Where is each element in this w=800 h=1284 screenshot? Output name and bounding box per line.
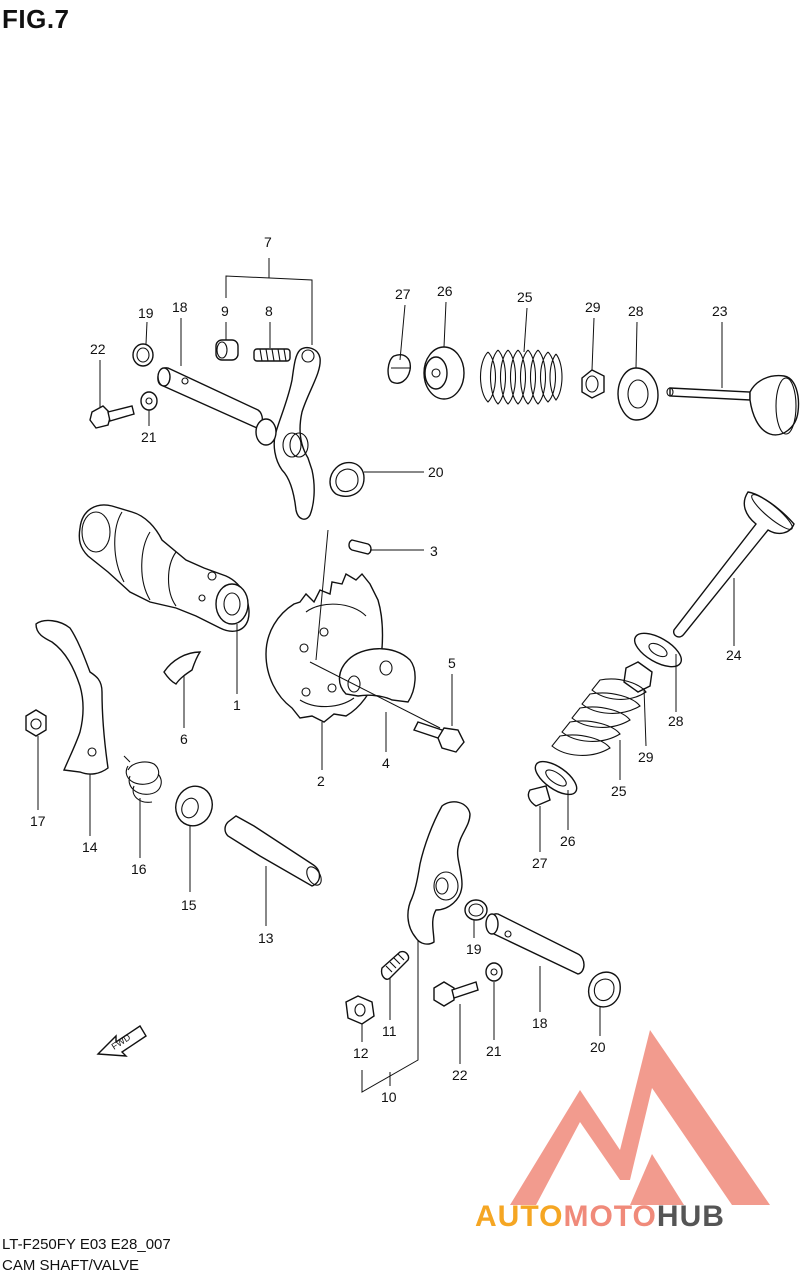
forward-direction-arrow: FWD (96, 1025, 147, 1057)
callout-6: 6 (180, 731, 188, 747)
valve-spring-retainer-lower (534, 760, 578, 796)
callout-9: 9 (221, 303, 229, 319)
callout-24: 24 (726, 647, 742, 663)
callout-23: 23 (712, 303, 728, 319)
callout-10: 10 (381, 1089, 397, 1105)
callout-14: 14 (82, 839, 98, 855)
figure-footer: LT-F250FY E03 E28_007 CAM SHAFT/VALVE (2, 1234, 171, 1276)
rocker-arm-upper (273, 346, 321, 520)
callout-13: 13 (258, 930, 274, 946)
decompression-lever (35, 619, 109, 775)
valve-cotter-upper (387, 354, 411, 384)
callout-28-upper: 28 (628, 303, 644, 319)
model-code: LT-F250FY E03 E28_007 (2, 1236, 171, 1253)
callout-labels: 7 9 8 19 18 22 21 27 26 25 29 28 23 20 3… (30, 234, 742, 1105)
callout-25-lower: 25 (611, 783, 627, 799)
callout-22-upper: 22 (90, 341, 106, 357)
gasket-upper (329, 461, 365, 497)
callout-17: 17 (30, 813, 46, 829)
callout-18-lower: 18 (532, 1015, 548, 1031)
valve-spring-lower (551, 678, 647, 756)
callout-19-upper: 19 (138, 305, 154, 321)
key (163, 651, 202, 685)
figure-title: FIG.7 (2, 4, 70, 34)
rocker-shaft-lower (485, 913, 585, 975)
valve-spring-seat-upper (617, 367, 659, 421)
watermark-word-hub: HUB (656, 1200, 725, 1233)
callout-26-lower: 26 (560, 833, 576, 849)
callout-21-lower: 21 (486, 1043, 502, 1059)
rocker-shaft-upper (157, 367, 277, 446)
valve-stem-oil-seal-lower (623, 661, 653, 693)
o-ring-upper (132, 343, 154, 367)
exhaust-valve (672, 491, 795, 638)
automotohub-logo (510, 1030, 770, 1205)
callout-19-lower: 19 (466, 941, 482, 957)
callout-16: 16 (131, 861, 147, 877)
o-ring-lower (464, 899, 488, 921)
leader-lines (37, 258, 735, 1093)
callout-27-upper: 27 (395, 286, 411, 302)
callout-26-upper: 26 (437, 283, 453, 299)
camshaft (78, 504, 250, 632)
callout-22-lower: 22 (452, 1067, 468, 1083)
valve-spring-retainer-upper (423, 346, 465, 400)
callout-29-lower: 29 (638, 749, 654, 765)
pin (348, 539, 372, 555)
lock-washer (338, 648, 416, 703)
callout-12: 12 (353, 1045, 369, 1061)
watermark-word-auto: AUTO (475, 1200, 564, 1233)
intake-valve (666, 374, 800, 436)
callout-5: 5 (448, 655, 456, 671)
washer-upper (140, 391, 158, 411)
callout-3: 3 (430, 543, 438, 559)
pin-axis-line (315, 529, 329, 661)
washer-lower (485, 962, 503, 982)
oil-seal (175, 785, 213, 827)
watermark-word-moto: MOTO (563, 1200, 657, 1233)
callout-15: 15 (181, 897, 197, 913)
valve-stem-oil-seal-upper (581, 369, 605, 399)
decompression-shaft (224, 815, 322, 887)
sprocket-bolt-axis-line (309, 661, 441, 729)
valve-spring-seat-lower (633, 632, 683, 668)
callout-2: 2 (317, 773, 325, 789)
sprocket-bolt (413, 721, 465, 753)
callout-8: 8 (265, 303, 273, 319)
nut (25, 709, 47, 737)
figure-caption: CAM SHAFT/VALVE (2, 1257, 139, 1274)
callout-27-lower: 27 (532, 855, 548, 871)
valve-cotter-lower (527, 785, 551, 807)
adjusting-nut-lower (345, 995, 375, 1025)
bolt-lower (433, 981, 479, 1007)
bolt-upper (89, 405, 135, 429)
callout-11: 11 (382, 1023, 397, 1039)
watermark-text: AUTOMOTOHUB (475, 1200, 725, 1234)
adjusting-nut-upper (215, 339, 239, 361)
callout-7: 7 (264, 234, 272, 250)
gasket-lower (587, 971, 621, 1008)
rocker-arm-lower (407, 801, 471, 945)
adjusting-screw-upper (253, 348, 291, 362)
cam-sprocket (265, 572, 384, 723)
callout-1: 1 (233, 697, 241, 713)
callout-29-upper: 29 (585, 299, 601, 315)
valve-spring-upper (479, 349, 563, 405)
return-spring (123, 755, 162, 803)
adjusting-screw-lower (380, 950, 410, 980)
callout-20-lower: 20 (590, 1039, 606, 1055)
callout-4: 4 (382, 755, 390, 771)
callout-18-upper: 18 (172, 299, 188, 315)
callout-20-upper: 20 (428, 464, 444, 480)
callout-25-upper: 25 (517, 289, 533, 305)
callout-21-upper: 21 (141, 429, 157, 445)
callout-28-lower: 28 (668, 713, 684, 729)
